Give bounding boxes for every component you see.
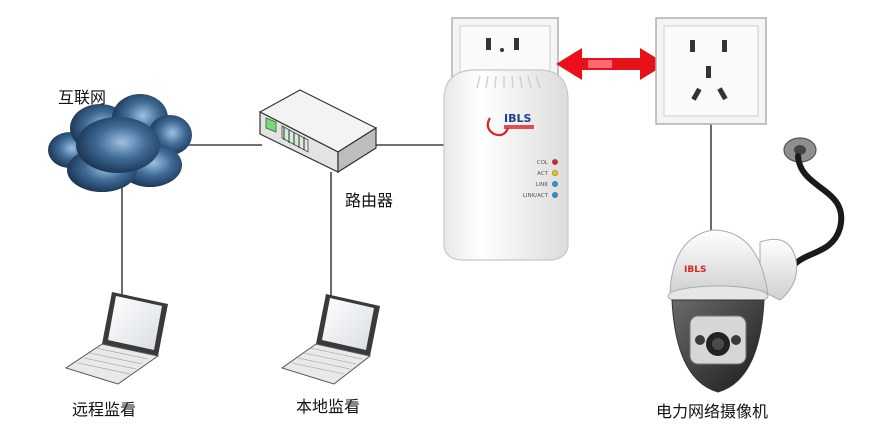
led-indicator — [551, 191, 559, 199]
svg-text:IBLS: IBLS — [504, 112, 531, 125]
powerline-camera-label: 电力网络摄像机 — [656, 402, 769, 421]
svg-text:IBLS: IBLS — [684, 265, 706, 275]
internet-cloud — [48, 94, 192, 192]
remote-view-label: 远程监看 — [72, 400, 137, 419]
wall-socket-right — [655, 17, 767, 125]
led-label: LINK/ACT — [523, 193, 549, 199]
led-indicator — [551, 158, 559, 166]
led-label: LINK — [536, 182, 549, 188]
speed-dome-camera: IBLS — [667, 229, 769, 393]
powerline-arrow — [556, 48, 666, 80]
led-label: COL — [537, 160, 549, 166]
powerline-adapter: IBLS COL ACT LINK LINK/ACT — [443, 69, 569, 261]
adapter-leds: COL ACT LINK LINK/ACT — [523, 158, 559, 199]
laptop-remote — [64, 292, 168, 385]
internet-label: 互联网 — [58, 88, 107, 107]
camera-logo: IBLS — [684, 265, 706, 275]
adapter-logo: IBLS — [486, 112, 534, 137]
local-view-label: 本地监看 — [296, 397, 361, 416]
router — [258, 89, 378, 174]
connection-lines — [121, 122, 712, 296]
camera-mount — [759, 137, 845, 301]
laptop-local — [280, 294, 380, 385]
led-label: ACT — [537, 171, 549, 177]
led-indicator — [551, 180, 559, 188]
led-indicator — [551, 169, 559, 177]
router-label: 路由器 — [345, 191, 394, 210]
